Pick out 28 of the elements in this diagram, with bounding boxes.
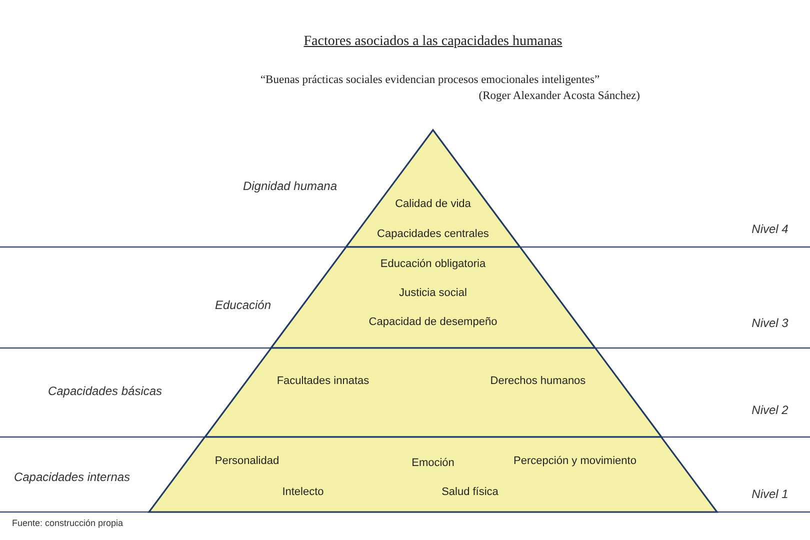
tier-text: Emoción bbox=[412, 457, 454, 469]
tier-text: Salud física bbox=[442, 486, 498, 498]
tier-text: Facultades innatas bbox=[276, 375, 370, 387]
tier-name: Capacidades internas bbox=[14, 470, 130, 484]
tier-name: Educación bbox=[214, 298, 272, 312]
tier-text: Derechos humanos bbox=[490, 375, 586, 387]
level-label: Nivel 2 bbox=[752, 403, 788, 417]
pyramid-tier bbox=[270, 247, 596, 348]
level-label: Nivel 4 bbox=[752, 222, 788, 236]
tier-text: Calidad de vida bbox=[395, 198, 471, 210]
tier-text: Capacidad de desempeño bbox=[368, 316, 498, 328]
tier-text: Justicia social bbox=[399, 287, 467, 299]
level-label: Nivel 1 bbox=[752, 487, 788, 501]
tier-text: Educación obligatoria bbox=[380, 258, 486, 270]
tier-text: Personalidad bbox=[214, 455, 280, 467]
source-note: Fuente: construcción propia bbox=[12, 518, 124, 528]
tier-name: Capacidades básicas bbox=[48, 384, 162, 398]
quote-text: “Buenas prácticas sociales evidencian procesos emocionales inteligentes” bbox=[260, 74, 600, 86]
tier-name: Dignidad humana bbox=[242, 179, 338, 193]
pyramid-tier bbox=[204, 348, 662, 437]
pyramid-tier bbox=[149, 437, 717, 512]
diagram-title: Factores asociados a las capacidades humanas bbox=[304, 34, 562, 50]
level-label: Nivel 3 bbox=[752, 316, 788, 330]
tier-text: Capacidades centrales bbox=[377, 228, 489, 240]
tier-text: Intelecto bbox=[282, 486, 324, 498]
pyramid-top-triangle bbox=[346, 130, 520, 247]
author-text: (Roger Alexander Acosta Sánchez) bbox=[478, 90, 640, 102]
tier-text: Percepción y movimiento bbox=[514, 455, 636, 467]
